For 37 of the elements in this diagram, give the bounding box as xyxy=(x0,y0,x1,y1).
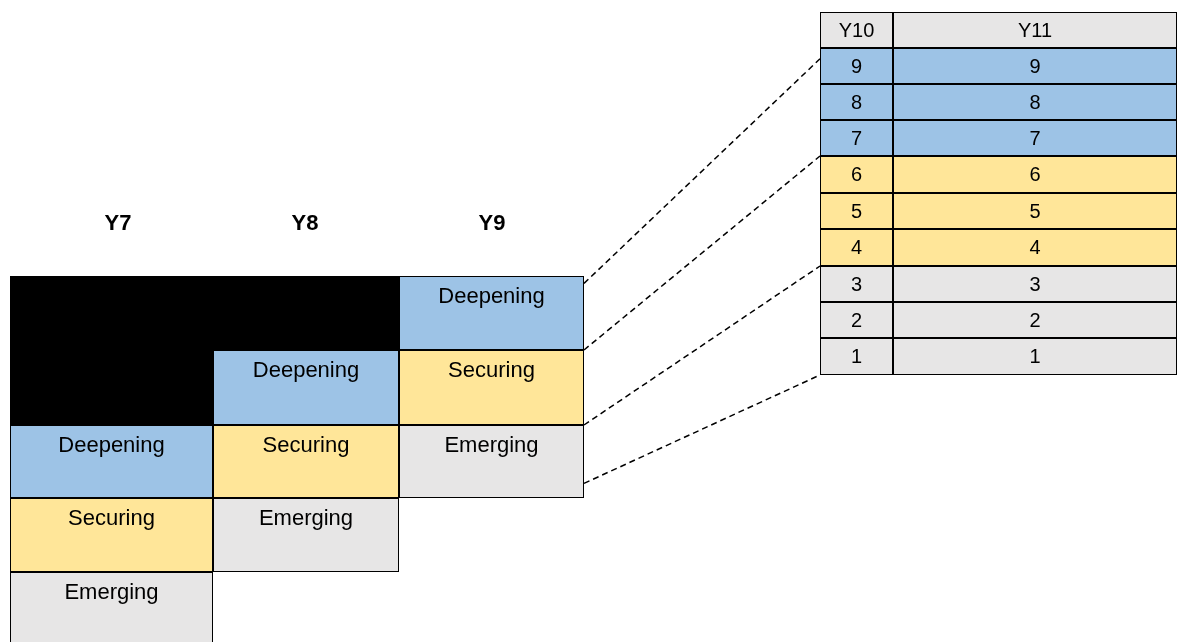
level-cell: Securing xyxy=(399,350,584,425)
grade-cell: 9 xyxy=(820,48,893,84)
grade-cell: 2 xyxy=(820,302,893,338)
leader-line xyxy=(583,155,821,351)
grade-cell: 7 xyxy=(893,120,1177,156)
year-header-cell: Y11 xyxy=(893,12,1177,48)
level-cell: Securing xyxy=(10,498,213,572)
grade-cell: 6 xyxy=(820,156,893,193)
grade-cell: 7 xyxy=(820,120,893,156)
grade-cell: 8 xyxy=(893,84,1177,120)
level-cell: Deepening xyxy=(10,425,213,498)
grade-cell: 1 xyxy=(893,338,1177,375)
grade-cell: 1 xyxy=(820,338,893,375)
blocked-cell xyxy=(10,276,213,425)
grade-cell: 3 xyxy=(893,266,1177,302)
blocked-cell xyxy=(213,276,399,350)
column-heading: Y9 xyxy=(478,210,506,236)
grade-cell: 5 xyxy=(893,193,1177,229)
grade-cell: 9 xyxy=(893,48,1177,84)
grade-cell: 4 xyxy=(820,229,893,266)
leader-line xyxy=(583,58,821,285)
grade-cell: 8 xyxy=(820,84,893,120)
grade-cell: 6 xyxy=(893,156,1177,193)
grade-cell: 3 xyxy=(820,266,893,302)
level-cell: Securing xyxy=(213,425,399,498)
level-cell: Deepening xyxy=(213,350,399,425)
leader-line xyxy=(583,265,821,426)
level-cell: Emerging xyxy=(10,572,213,642)
grade-cell: 2 xyxy=(893,302,1177,338)
column-heading: Y8 xyxy=(291,210,319,236)
grade-cell: 4 xyxy=(893,229,1177,266)
year-header-cell: Y10 xyxy=(820,12,893,48)
level-cell: Deepening xyxy=(399,276,584,350)
level-cell: Emerging xyxy=(399,425,584,498)
column-heading: Y7 xyxy=(104,210,132,236)
level-cell: Emerging xyxy=(213,498,399,572)
grade-cell: 5 xyxy=(820,193,893,229)
